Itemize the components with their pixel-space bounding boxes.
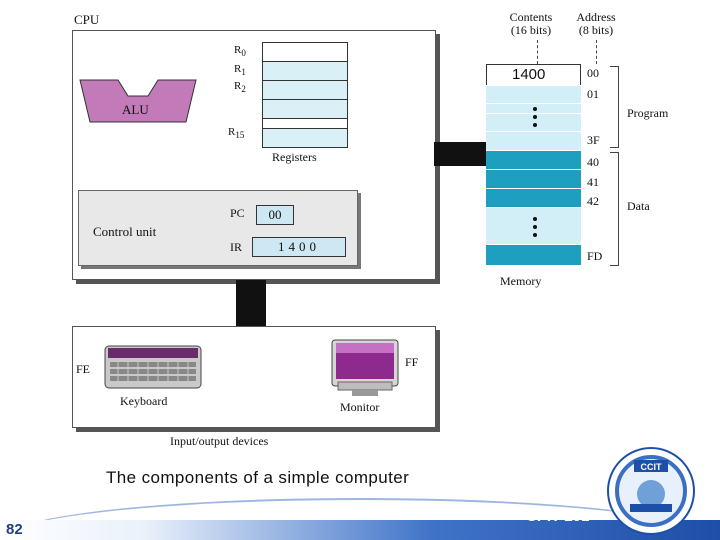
address-40: 40 (587, 155, 599, 169)
address-3f: 3F (587, 133, 600, 147)
keyboard-label: Keyboard (120, 394, 168, 408)
register-label-r1: R1 (234, 63, 246, 78)
memory-cell (486, 150, 581, 169)
register-label-r2: R2 (234, 80, 246, 95)
io-label: Input/output devices (170, 434, 269, 448)
memory-cell (486, 113, 581, 132)
svg-text:CCIT: CCIT (641, 462, 662, 472)
address-dashes (596, 40, 597, 64)
ir-register: 1400 (252, 237, 346, 257)
memory-cell (486, 188, 581, 207)
slide-number: 82 (6, 521, 23, 538)
address-header: Address (8 bits) (570, 11, 622, 37)
course-code: CPIT 201 (526, 508, 590, 525)
alu-label: ALU (122, 102, 149, 117)
cpu-memory-bus (434, 142, 488, 166)
control-unit-label: Control unit (93, 224, 157, 239)
monitor-icon (331, 339, 399, 396)
keyboard-icon (104, 345, 202, 389)
monitor-label: Monitor (340, 400, 380, 414)
memory-cell (486, 169, 581, 188)
memory-cell (486, 131, 581, 150)
register-label-r0: R0 (234, 44, 246, 59)
program-label: Program (627, 106, 669, 120)
address-42: 42 (587, 194, 599, 208)
contents-header-text: Contents (16 bits) (509, 10, 553, 37)
alu-shape (79, 79, 197, 123)
ccit-emblem-logo: CCIT (607, 447, 695, 535)
address-01: 01 (587, 87, 599, 101)
register-label-r15: R15 (228, 126, 245, 141)
cpu-io-bus (236, 280, 266, 326)
caption: The components of a simple computer (106, 468, 410, 487)
program-bracket (610, 66, 619, 148)
memory-ellipsis-top (533, 107, 537, 127)
pc-label: PC (230, 206, 245, 220)
register-cell (262, 128, 348, 148)
memory-cell (486, 244, 581, 265)
cpu-title: CPU (74, 12, 100, 27)
footer-bar (0, 520, 720, 540)
registers-label: Registers (272, 150, 317, 164)
ir-label: IR (230, 240, 242, 254)
contents-header: Contents (16 bits) (504, 11, 558, 37)
footer-curve (0, 498, 720, 540)
data-label: Data (627, 199, 650, 213)
fe-label: FE (76, 362, 91, 376)
address-00: 00 (587, 66, 599, 80)
address-fd: FD (587, 249, 603, 263)
address-header-text: Address (8 bits) (576, 10, 616, 37)
memory-first-content: 1400 (512, 66, 546, 83)
memory-label: Memory (500, 274, 542, 288)
address-41: 41 (587, 175, 599, 189)
memory-ellipsis-bottom (533, 217, 537, 237)
data-bracket (610, 152, 619, 266)
ff-label: FF (405, 355, 419, 369)
memory-cell (486, 85, 581, 104)
pc-register: 00 (256, 205, 294, 225)
contents-dashes (537, 40, 538, 64)
